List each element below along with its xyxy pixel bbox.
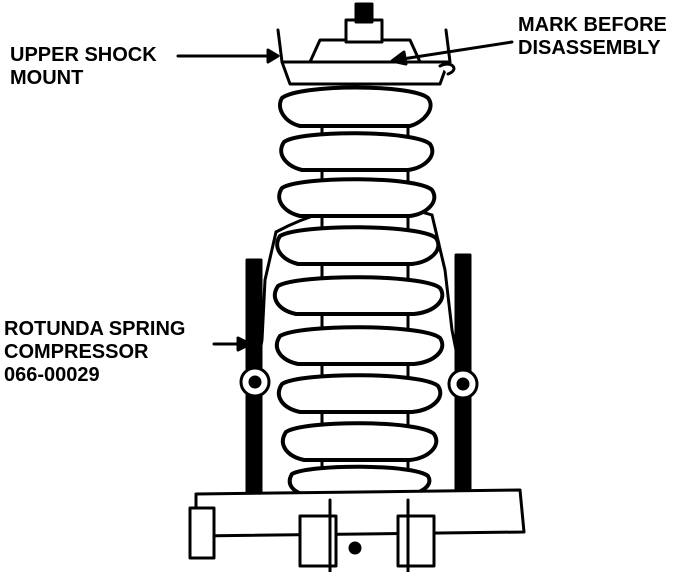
mark-before-disassembly-label: MARK BEFORE DISASSEMBLY	[518, 14, 667, 60]
spring-compressor-label: ROTUNDA SPRING COMPRESSOR 066-00029	[4, 318, 185, 387]
upper-shock-mount	[276, 2, 456, 86]
spring-compressor-line3: 066-00029	[4, 364, 100, 386]
spring-compressor-line1: ROTUNDA SPRING	[4, 318, 186, 340]
lower-spring-seat	[188, 488, 526, 572]
alignment-mark	[438, 62, 456, 76]
upper-shock-mount-line1: UPPER SHOCK	[10, 44, 157, 66]
upper-shock-mount-label: UPPER SHOCK MOUNT	[10, 44, 157, 90]
mark-before-line2: DISASSEMBLY	[518, 37, 661, 59]
upper-shock-mount-line2: MOUNT	[10, 67, 84, 89]
coil-spring	[272, 85, 445, 498]
leader-lines	[176, 40, 514, 352]
mark-before-line1: MARK BEFORE	[518, 14, 667, 36]
spring-compressor-line2: COMPRESSOR	[4, 341, 149, 363]
left-compressor-arm	[253, 230, 278, 382]
mark-leader	[394, 40, 514, 62]
